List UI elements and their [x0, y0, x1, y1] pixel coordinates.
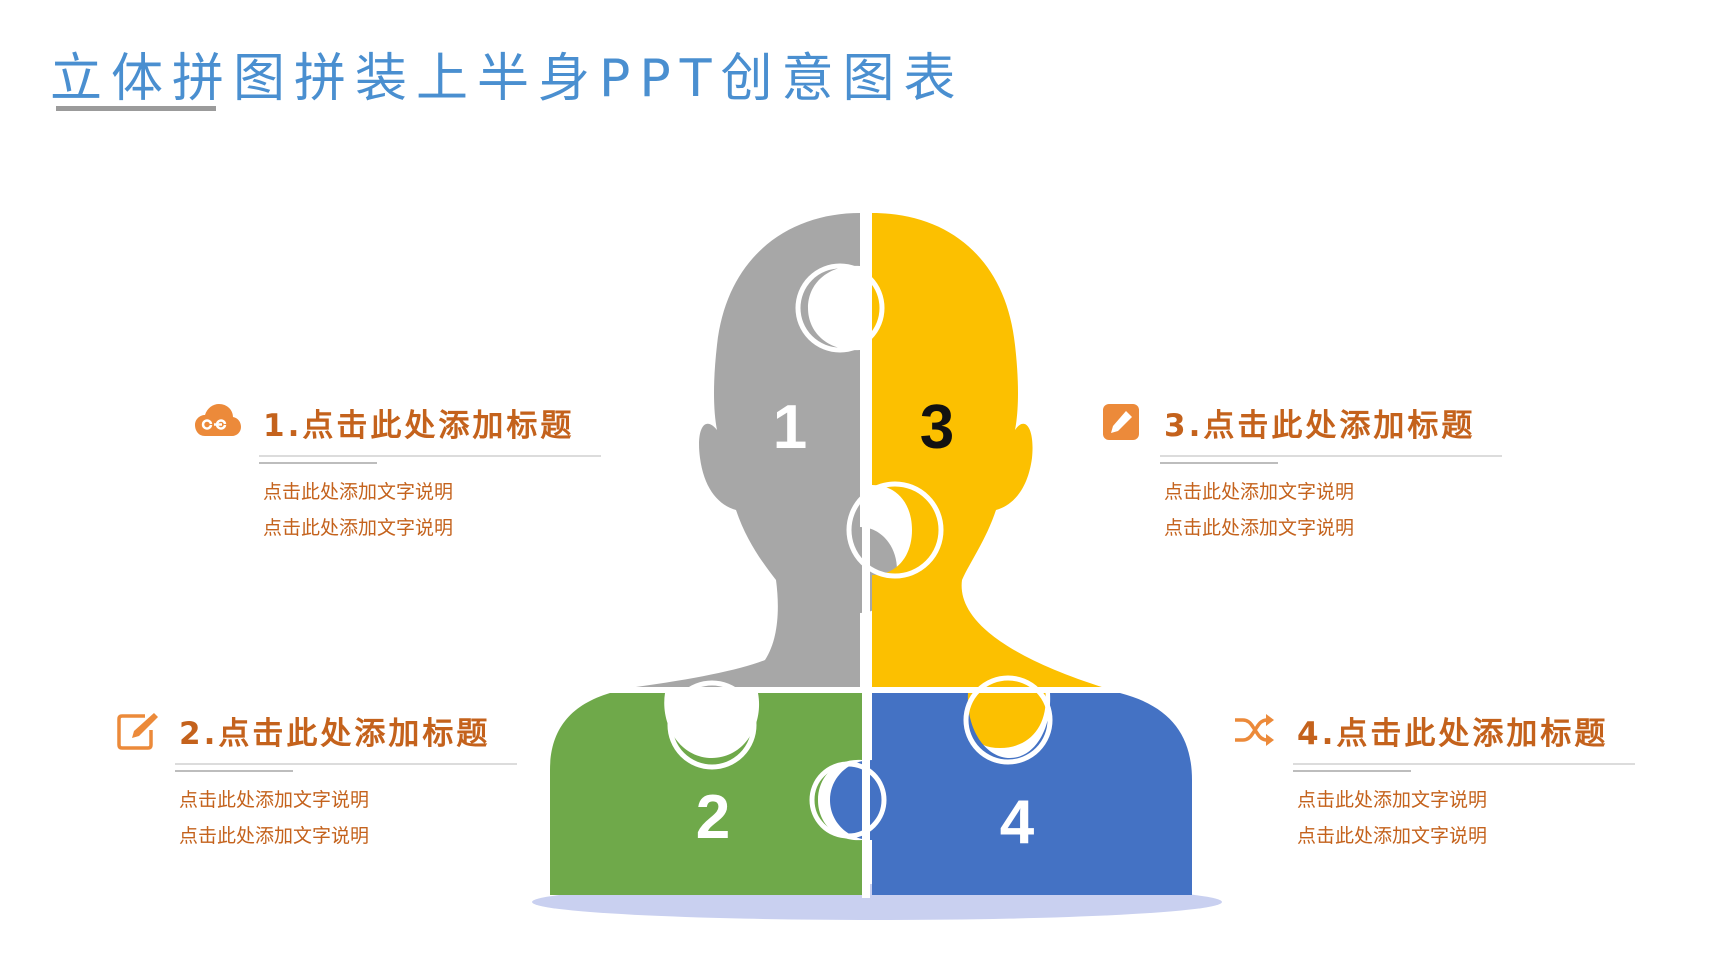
puzzle-piece-4[interactable]: [830, 693, 1192, 895]
heading-rule-accent: [1160, 462, 1278, 464]
puzzle-piece-3[interactable]: [872, 213, 1105, 748]
item-desc-line-2[interactable]: 点击此处添加文字说明: [1164, 517, 1355, 539]
shuffle-icon: [1233, 714, 1274, 754]
heading-rule-accent: [175, 770, 293, 772]
item-heading[interactable]: 3.点击此处添加标题: [1164, 408, 1476, 444]
tab-outline-a: [795, 263, 885, 353]
item-heading[interactable]: 1.点击此处添加标题: [263, 408, 575, 444]
cloud-link-icon: [195, 404, 241, 444]
page-title: 立体拼图拼装上半身PPT创意图表: [50, 49, 965, 109]
tab-outline-c: [667, 680, 757, 770]
item-desc-line-1[interactable]: 点击此处添加文字说明: [263, 481, 454, 503]
heading-rule: [1160, 455, 1502, 457]
heading-rule: [259, 455, 601, 457]
piece-number-2: 2: [696, 783, 730, 852]
tab-outline-b: [846, 481, 944, 579]
item-desc-line-2[interactable]: 点击此处添加文字说明: [263, 517, 454, 539]
heading-rule: [175, 763, 517, 765]
item-desc-line-2[interactable]: 点击此处添加文字说明: [1297, 825, 1488, 847]
item-heading[interactable]: 2.点击此处添加标题: [179, 716, 491, 752]
piece-number-1: 1: [773, 393, 807, 462]
item-desc-line-1[interactable]: 点击此处添加文字说明: [179, 789, 370, 811]
heading-rule-accent: [1293, 770, 1411, 772]
puzzle-piece-1[interactable]: [628, 213, 897, 688]
item-desc-line-2[interactable]: 点击此处添加文字说明: [179, 825, 370, 847]
title-underline: [56, 106, 216, 111]
edit-square-icon: [117, 712, 158, 752]
pencil-badge-icon: [1103, 404, 1143, 444]
heading-rule: [1293, 763, 1635, 765]
heading-rule-accent: [259, 462, 377, 464]
item-desc-line-1[interactable]: 点击此处添加文字说明: [1164, 481, 1355, 503]
puzzle-piece-2[interactable]: [550, 693, 862, 895]
item-heading[interactable]: 4.点击此处添加标题: [1297, 716, 1609, 752]
piece-number-4: 4: [1000, 788, 1035, 857]
item-desc-line-1[interactable]: 点击此处添加文字说明: [1297, 789, 1488, 811]
tab-outline-d: [963, 675, 1053, 765]
tab-outline-e: [809, 761, 887, 839]
piece-number-3: 3: [920, 393, 954, 462]
